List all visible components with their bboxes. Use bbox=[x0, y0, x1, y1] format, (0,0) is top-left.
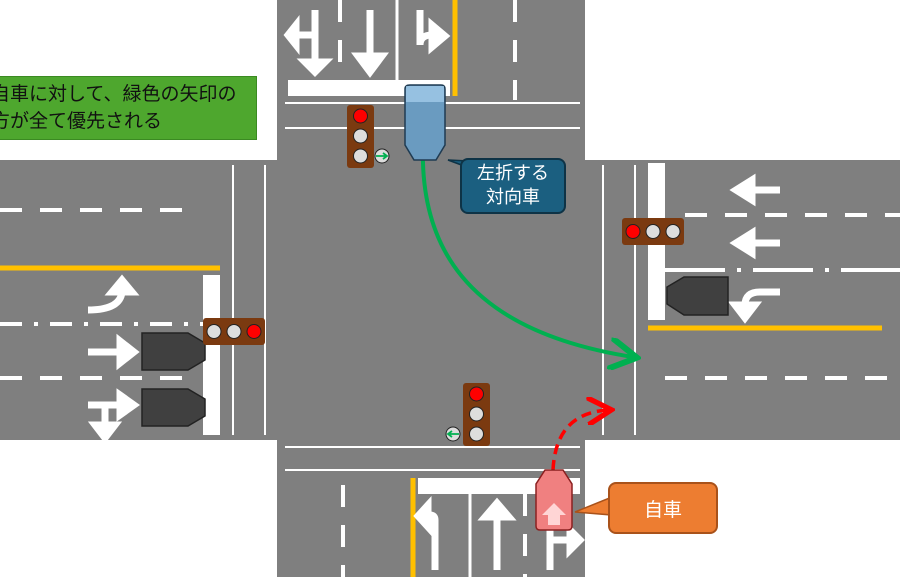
self-car-callout: 自車 bbox=[608, 482, 718, 534]
lane-arrows bbox=[87, 10, 780, 570]
self-right-turn-path bbox=[551, 410, 608, 471]
signal-top bbox=[347, 105, 390, 168]
oncoming-car bbox=[404, 84, 446, 161]
priority-note: 自車に対して、緑色の矢印の方が全て優先される bbox=[0, 76, 257, 140]
signal-right bbox=[622, 218, 684, 245]
other-cars bbox=[141, 276, 729, 427]
note-line-2: 方が全て優先される bbox=[0, 110, 163, 132]
self-car-arrow-icon bbox=[542, 503, 566, 525]
signal-bottom bbox=[445, 383, 490, 446]
callout-line-1: 左折する bbox=[477, 163, 549, 184]
callout-line-2: 対向車 bbox=[486, 187, 540, 208]
note-line-1: 自車に対して、緑色の矢印の bbox=[0, 83, 237, 105]
oncoming-car-callout: 左折する対向車 bbox=[460, 158, 566, 214]
signal-left bbox=[203, 318, 265, 345]
road-horizontal bbox=[0, 160, 900, 440]
oncoming-left-turn-path bbox=[420, 144, 633, 357]
